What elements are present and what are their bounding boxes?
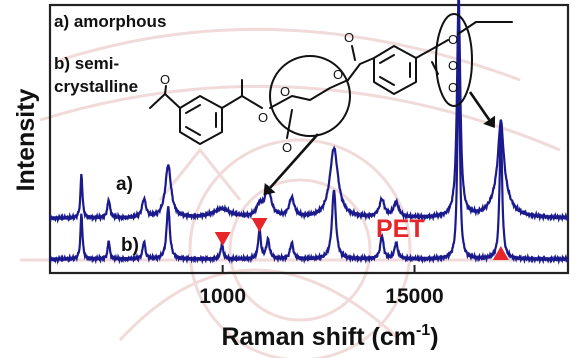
legend-entry-amorphous: a) amorphous xyxy=(54,12,166,31)
peak-marker-down xyxy=(214,232,231,246)
series-b-spectrum-line xyxy=(49,36,569,265)
peak-marker-down xyxy=(251,218,268,232)
oxygen-atom-label: O xyxy=(280,84,290,99)
oxygen-atom-label: O xyxy=(160,72,170,87)
series-b-label: b) xyxy=(121,235,139,256)
glycol-unit-circle xyxy=(269,55,351,137)
pet-molecule-structure: O O O O O O O O O xyxy=(149,13,513,155)
oxygen-atom-label: O xyxy=(448,58,458,73)
x-axis-title: Raman shift (cm-1) xyxy=(221,322,438,351)
oxygen-atom-label: O xyxy=(258,110,268,125)
y-axis-title: Intensity xyxy=(12,89,40,192)
arrow-head xyxy=(483,115,496,128)
series-a-label: a) xyxy=(116,174,133,195)
legend-entry-crystalline: crystalline xyxy=(54,77,138,96)
x-tick-label: 15000 xyxy=(385,285,443,308)
peak-marker-up xyxy=(492,246,509,260)
ester-group-circle xyxy=(435,13,473,107)
oxygen-atom-label: O xyxy=(344,30,354,45)
legend-entry-semi: b) semi- xyxy=(54,54,119,73)
oxygen-atom-label: O xyxy=(333,67,343,82)
annotation-arrow-ester xyxy=(468,91,491,121)
oxygen-atom-label: O xyxy=(282,140,292,155)
annotation-arrow-glycol xyxy=(269,133,319,189)
x-tick-label: 1000 xyxy=(199,285,246,308)
oxygen-atom-label: O xyxy=(448,80,458,95)
plot-frame xyxy=(48,3,570,275)
arrow-head xyxy=(263,182,276,196)
annotation-arrows xyxy=(263,91,496,196)
oxygen-atom-label: O xyxy=(448,32,458,47)
polymer-label: PET xyxy=(376,215,425,243)
series-a-spectrum-line xyxy=(49,0,569,224)
